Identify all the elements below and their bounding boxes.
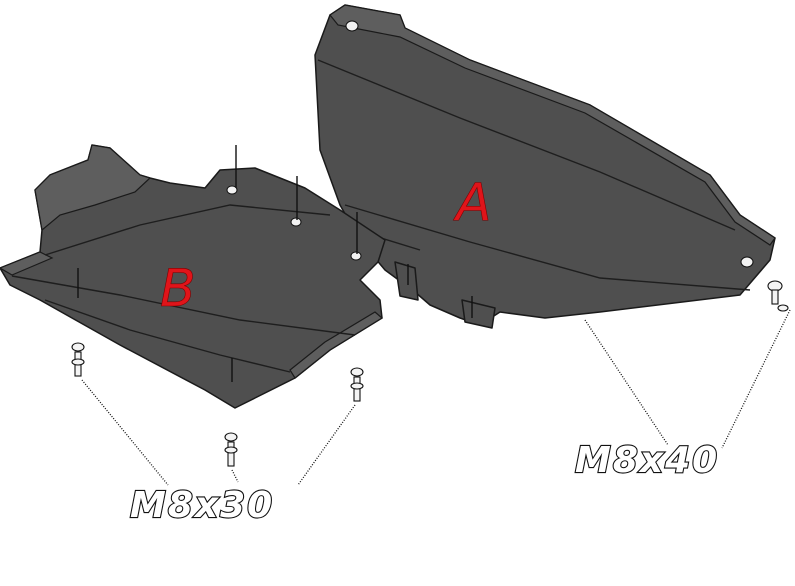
plate-a-hole-top xyxy=(345,20,359,32)
bolt-m8x30-left xyxy=(71,342,85,377)
plate-b-hole-2 xyxy=(290,217,302,227)
bolt-m8x30-center xyxy=(224,432,238,467)
bolt-size-label-m8x30: M8x30 xyxy=(130,485,274,526)
leader-lines xyxy=(81,309,791,486)
plate-a xyxy=(314,4,776,329)
plate-a-hole-right xyxy=(740,256,754,268)
part-label-b: B xyxy=(160,259,196,319)
bolt-m8x30-right xyxy=(350,367,364,402)
plate-b-hole-1 xyxy=(226,185,238,195)
bolt-size-label-m8x40: M8x40 xyxy=(575,440,719,481)
plate-b-hole-3 xyxy=(350,251,362,261)
part-label-a: A xyxy=(453,173,492,233)
bolt-m8x40 xyxy=(767,280,789,312)
plate-b xyxy=(0,144,386,409)
